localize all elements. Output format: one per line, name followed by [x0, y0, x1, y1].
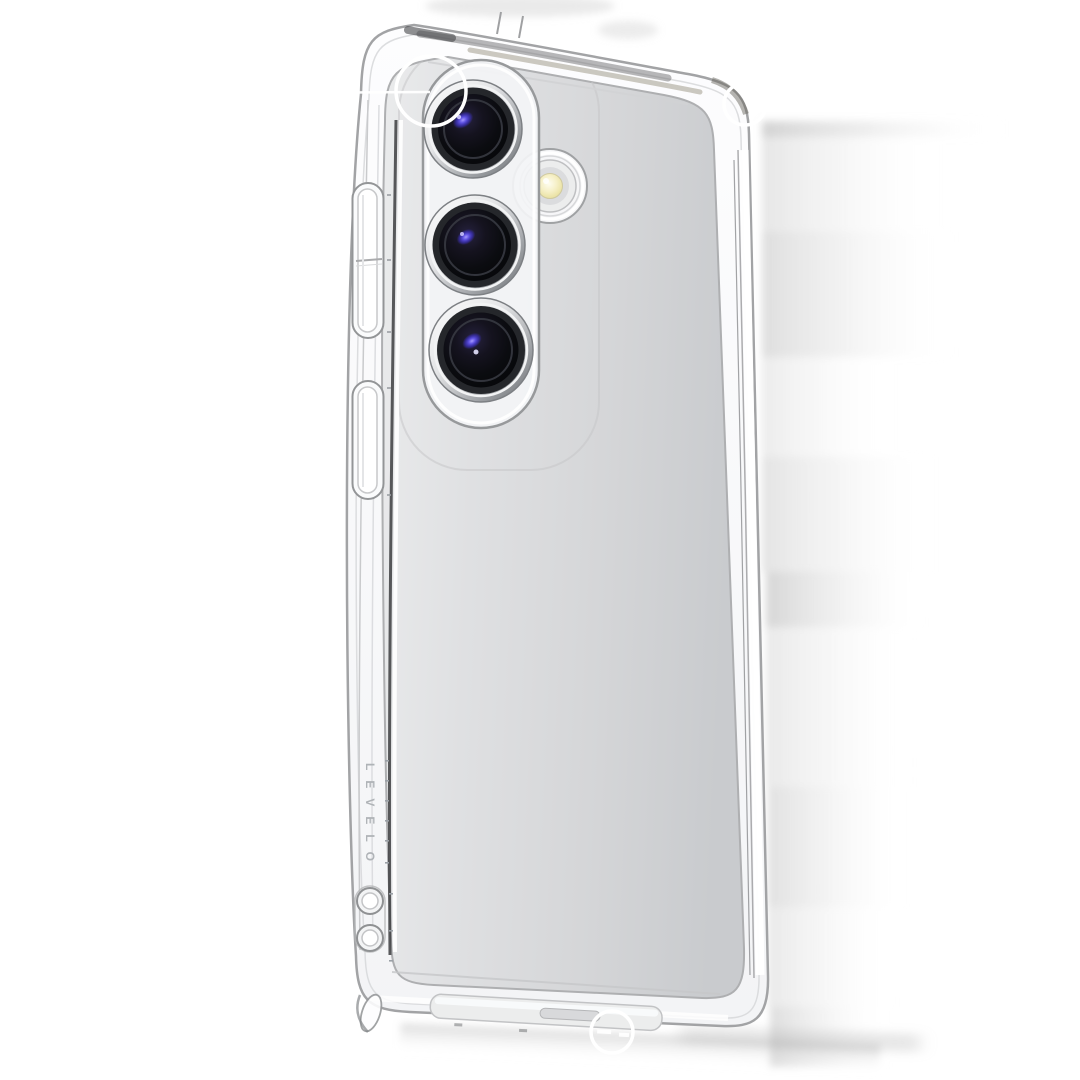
- volume-button: [351, 182, 385, 339]
- callout-circle-top-corner: [722, 81, 768, 127]
- camera-lens-bottom: [428, 297, 534, 403]
- power-button: [351, 380, 385, 500]
- mold-tick-marks: [387, 194, 391, 496]
- callout-circle-port: [589, 1009, 635, 1055]
- camera-lens-top: [423, 79, 523, 179]
- callout-guide-line: [265, 90, 431, 95]
- camera-lens-middle: [424, 194, 526, 296]
- lanyard-holes: [354, 885, 393, 962]
- brand-text: LEVELO: [363, 763, 377, 871]
- drop-shadow: [399, 0, 1007, 1075]
- brand-side-ticks: [385, 760, 389, 864]
- callout-circle-camera: [394, 54, 468, 128]
- callout-annotations: [265, 54, 768, 1055]
- case-rim-reflections: [356, 11, 765, 1033]
